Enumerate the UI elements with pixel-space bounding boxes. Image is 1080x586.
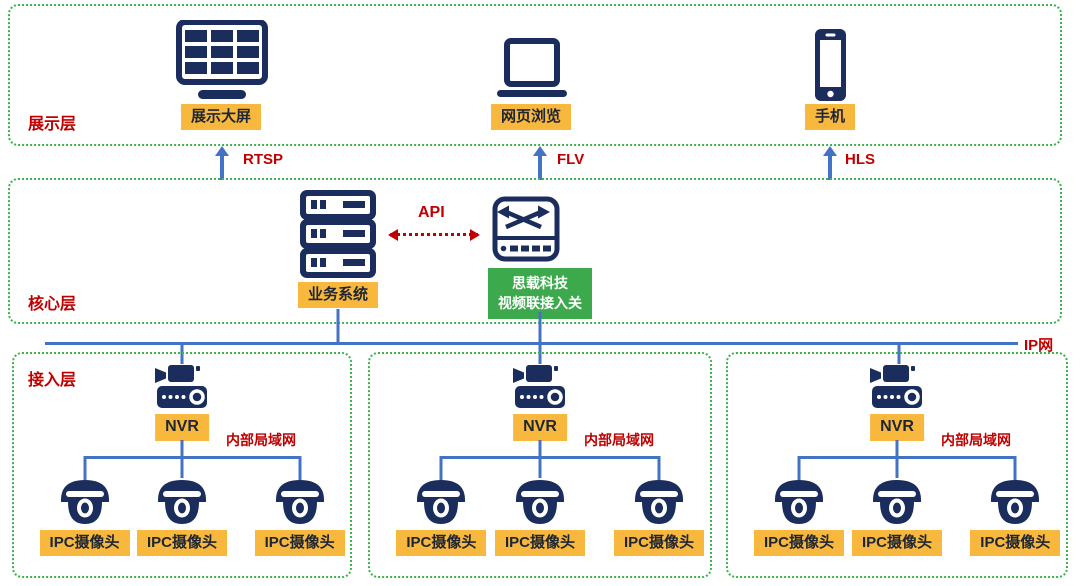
dome-camera-icon bbox=[632, 478, 686, 526]
ipc-camera-label: IPC摄像头 bbox=[613, 530, 705, 556]
dome-camera-icon bbox=[273, 478, 327, 526]
dome-camera-icon bbox=[870, 478, 924, 526]
display-item-phone-label: 手机 bbox=[804, 104, 856, 130]
bus-to-camera-line bbox=[298, 456, 302, 480]
gateway-to-ip-connector-line bbox=[538, 312, 542, 344]
bus-to-camera-line bbox=[797, 456, 801, 480]
dome-camera-icon bbox=[513, 478, 567, 526]
flv-label: FLV bbox=[557, 151, 585, 168]
laptop-icon bbox=[495, 38, 569, 100]
access-group-1-box: 接入层 NVR 内部局域网 IPC摄像头 IPC摄像头 IPC摄像头 bbox=[12, 352, 352, 578]
lan-label: 内部局域网 bbox=[226, 432, 296, 448]
nvr-to-cameras-line bbox=[538, 440, 542, 478]
nvr-label: NVR bbox=[155, 414, 209, 441]
gateway-label: 思载科技 视频联接入关 bbox=[488, 268, 592, 319]
nvr-to-cameras-line bbox=[180, 440, 184, 478]
ip-to-nvr1-connector-line bbox=[180, 344, 184, 364]
display-item-bigscreen-label: 展示大屏 bbox=[180, 104, 262, 130]
ipc-camera-label: IPC摄像头 bbox=[970, 530, 1061, 556]
api-dotted-arrow bbox=[388, 228, 480, 241]
bus-to-camera-line bbox=[1013, 456, 1017, 480]
ipc-camera-label: IPC摄像头 bbox=[396, 530, 487, 556]
camera-bus-line bbox=[441, 456, 659, 459]
nvr-label: NVR bbox=[870, 414, 924, 441]
rtsp-up-arrow bbox=[215, 146, 229, 180]
gateway-label-line1: 思载科技 bbox=[512, 275, 568, 291]
ipc-camera-label: IPC摄像头 bbox=[136, 530, 228, 556]
smartphone-icon bbox=[814, 28, 847, 102]
dome-camera-icon bbox=[988, 478, 1042, 526]
nvr-icon bbox=[153, 362, 211, 414]
dome-camera-icon bbox=[414, 478, 468, 526]
api-label: API bbox=[418, 204, 445, 221]
flv-up-arrow bbox=[533, 146, 547, 180]
access-group-3-box: NVR 内部局域网 IPC摄像头 IPC摄像头 IPC摄像头 bbox=[726, 352, 1068, 578]
lan-label: 内部局域网 bbox=[584, 432, 654, 448]
nvr-icon bbox=[511, 362, 569, 414]
nvr-label: NVR bbox=[513, 414, 567, 441]
access-group-2-box: NVR 内部局域网 IPC摄像头 IPC摄像头 IPC摄像头 bbox=[368, 352, 712, 578]
ipc-camera-label: IPC摄像头 bbox=[39, 530, 130, 556]
bus-to-camera-line bbox=[83, 456, 87, 480]
ip-to-nvr2-connector-line bbox=[538, 344, 542, 364]
hls-up-arrow bbox=[823, 146, 837, 180]
dome-camera-icon bbox=[155, 478, 209, 526]
core-layer-box: 核心层 bbox=[8, 178, 1062, 324]
nvr-to-cameras-line bbox=[895, 440, 899, 478]
monitor-icon bbox=[176, 20, 268, 100]
bus-to-camera-line bbox=[657, 456, 661, 480]
rtsp-label: RTSP bbox=[243, 151, 284, 168]
ipc-camera-label: IPC摄像头 bbox=[851, 530, 943, 556]
camera-bus-line bbox=[798, 456, 1016, 459]
core-layer-label: 核心层 bbox=[28, 296, 77, 313]
server-to-ip-connector-line bbox=[336, 309, 340, 344]
ipc-camera-label: IPC摄像头 bbox=[494, 530, 586, 556]
ipc-camera-label: IPC摄像头 bbox=[753, 530, 844, 556]
business-system-label: 业务系统 bbox=[297, 282, 379, 308]
ip-network-label: IP网 bbox=[1024, 337, 1054, 354]
lan-label: 内部局域网 bbox=[941, 432, 1011, 448]
display-item-web-label: 网页浏览 bbox=[490, 104, 572, 130]
ip-to-nvr3-connector-line bbox=[897, 344, 901, 364]
gateway-label-line2: 视频联接入关 bbox=[498, 295, 582, 312]
access-layer-label: 接入层 bbox=[28, 372, 77, 389]
gateway-switch-icon bbox=[492, 196, 560, 262]
ip-network-line bbox=[45, 342, 1018, 345]
bus-to-camera-line bbox=[439, 456, 443, 480]
display-layer-box: 展示层 bbox=[8, 4, 1062, 146]
camera-bus-line bbox=[84, 456, 300, 459]
hls-label: HLS bbox=[845, 151, 875, 168]
server-stack-icon bbox=[299, 190, 377, 278]
dome-camera-icon bbox=[772, 478, 826, 526]
nvr-icon bbox=[868, 362, 926, 414]
dome-camera-icon bbox=[58, 478, 112, 526]
ipc-camera-label: IPC摄像头 bbox=[254, 530, 345, 556]
display-layer-label: 展示层 bbox=[28, 116, 77, 133]
